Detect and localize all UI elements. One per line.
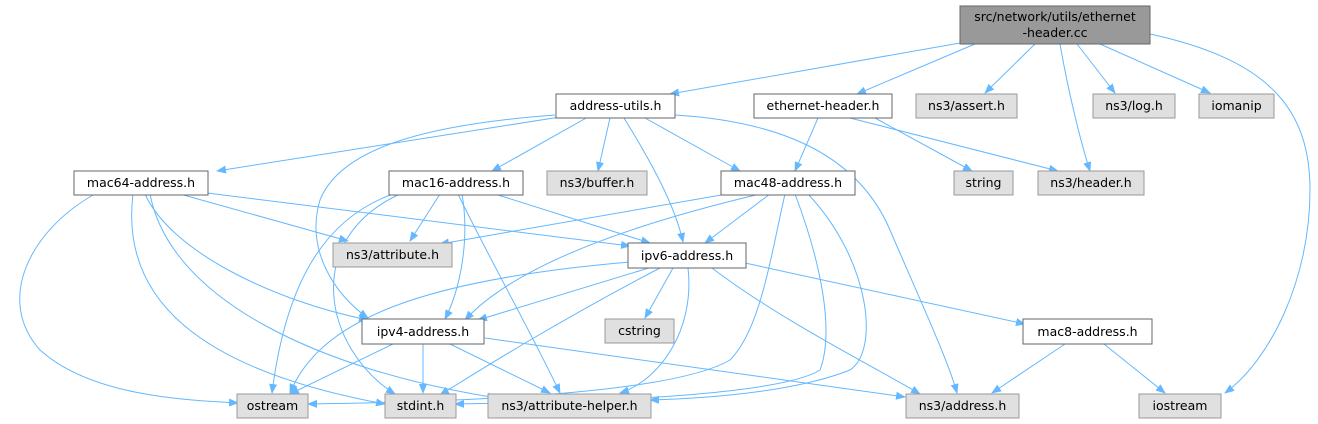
- edge-ipv6-ipv4: [477, 266, 653, 322]
- edge-ipv4-ns3-attribute-helper: [449, 343, 551, 394]
- ethernet-header-label: ethernet-header.h: [767, 98, 880, 113]
- edge-ipv6-mac8: [744, 262, 1026, 326]
- string-label: string: [966, 175, 1002, 190]
- edge-mac16-ipv6: [494, 193, 651, 245]
- node-ns3-header[interactable]: ns3/header.h: [1037, 170, 1145, 196]
- iostream-label: iostream: [1153, 398, 1208, 413]
- node-ethernet-header[interactable]: ethernet-header.h: [753, 93, 893, 119]
- edge-root-ns3-log: [1076, 43, 1116, 94]
- edge-ipv6-cstring: [644, 267, 674, 319]
- mac64-address-label: mac64-address.h: [87, 175, 195, 190]
- node-ipv6-address[interactable]: ipv6-address.h: [627, 242, 747, 269]
- edge-root-iomanip: [1099, 43, 1211, 94]
- ns3-header-label: ns3/header.h: [1050, 175, 1131, 190]
- node-ns3-log[interactable]: ns3/log.h: [1092, 93, 1176, 119]
- edge-mac64-ostream: [19, 193, 239, 407]
- edge-address-utils-ipv4: [315, 114, 556, 319]
- ns3-attribute-label: ns3/attribute.h: [346, 247, 439, 262]
- edge-ipv4-ostream: [289, 342, 396, 395]
- ns3-address-label: ns3/address.h: [919, 398, 1007, 413]
- node-ns3-attribute[interactable]: ns3/attribute.h: [332, 242, 453, 268]
- edge-root-ns3-assert: [984, 43, 1036, 94]
- root-file-label-line1: src/network/utils/ethernet: [974, 9, 1136, 24]
- edge-mac8-iostream: [1103, 343, 1166, 394]
- node-mac8-address[interactable]: mac8-address.h: [1022, 318, 1153, 345]
- ns3-attribute-helper-label: ns3/attribute-helper.h: [501, 398, 637, 413]
- edge-address-utils-ns3-address: [674, 114, 959, 394]
- edge-root-ethernet-header: [856, 43, 976, 95]
- address-utils-label: address-utils.h: [570, 98, 662, 113]
- edge-ethernet-header-string: [874, 117, 973, 172]
- edge-mac64-ipv6: [206, 192, 631, 249]
- edge-root-ns3-header: [1059, 43, 1092, 172]
- node-ns3-assert[interactable]: ns3/assert.h: [915, 93, 1018, 119]
- mac48-address-label: mac48-address.h: [734, 175, 842, 190]
- node-ipv4-address[interactable]: ipv4-address.h: [361, 318, 485, 345]
- stdint-label: stdint.h: [397, 398, 445, 413]
- edge-address-utils-ns3-buffer: [596, 117, 611, 172]
- edge-address-utils-mac64: [216, 116, 561, 174]
- ipv4-address-label: ipv4-address.h: [377, 324, 469, 339]
- edge-mac64-stdint: [131, 193, 386, 407]
- cstring-label: cstring: [618, 323, 661, 338]
- ns3-assert-label: ns3/assert.h: [928, 98, 1005, 113]
- node-ns3-buffer[interactable]: ns3/buffer.h: [546, 170, 648, 196]
- edge-ethernet-header-ns3-header: [849, 117, 1059, 173]
- edge-ipv6-stdint: [439, 267, 661, 396]
- ostream-label: ostream: [247, 398, 298, 413]
- node-mac64-address[interactable]: mac64-address.h: [73, 170, 209, 196]
- edge-mac48-ns3-attribute-helper: [649, 193, 867, 404]
- mac8-address-label: mac8-address.h: [1037, 324, 1137, 339]
- edge-mac48-stdint: [454, 193, 827, 408]
- edge-mac48-ns3-attribute: [439, 193, 728, 247]
- node-stdint[interactable]: stdint.h: [384, 393, 457, 419]
- edge-mac64-ns3-attribute: [179, 193, 349, 243]
- edge-address-utils-mac48: [644, 117, 741, 172]
- node-iomanip[interactable]: iomanip: [1198, 93, 1275, 119]
- edge-ipv6-ns3-address: [711, 267, 921, 395]
- edge-address-utils-mac16: [491, 116, 589, 172]
- node-ns3-address[interactable]: ns3/address.h: [905, 393, 1020, 419]
- edge-mac64-ipv4: [144, 193, 369, 323]
- node-mac16-address[interactable]: mac16-address.h: [388, 170, 524, 196]
- edge-mac16-ns3-attribute-helper: [457, 193, 561, 394]
- node-cstring[interactable]: cstring: [604, 318, 675, 344]
- edge-ipv6-ns3-attribute-helper: [619, 267, 690, 395]
- edge-mac16-ipv4: [444, 193, 466, 320]
- edge-mac48-ipv4: [464, 193, 761, 321]
- root-file-label-line2: -header.cc: [1022, 25, 1087, 40]
- ns3-buffer-label: ns3/buffer.h: [560, 175, 635, 190]
- ipv6-address-label: ipv6-address.h: [641, 248, 733, 263]
- edge-address-utils-ipv6: [623, 117, 686, 243]
- node-address-utils[interactable]: address-utils.h: [555, 93, 676, 119]
- edge-ethernet-header-mac48: [794, 117, 819, 172]
- edge-mac8-ns3-address: [991, 343, 1066, 394]
- node-mac48-address[interactable]: mac48-address.h: [720, 170, 856, 196]
- edge-root-address-utils: [669, 42, 961, 97]
- edge-mac16-stdint: [333, 193, 401, 395]
- node-string[interactable]: string: [953, 170, 1014, 196]
- edge-root-iostream: [1149, 33, 1311, 394]
- node-iostream[interactable]: iostream: [1138, 393, 1222, 419]
- edge-ipv4-ns3-address: [484, 337, 906, 400]
- edge-mac16-ns3-attribute: [409, 193, 441, 242]
- node-ostream[interactable]: ostream: [236, 393, 309, 419]
- edges: [19, 33, 1311, 408]
- edge-ipv6-ostream: [289, 261, 631, 394]
- edge-mac48-ipv6: [704, 193, 771, 244]
- edge-mac64-ns3-attribute-helper: [149, 193, 498, 401]
- edge-mac16-ostream: [269, 193, 394, 394]
- iomanip-label: iomanip: [1211, 98, 1261, 113]
- node-root-file[interactable]: src/network/utils/ethernet -header.cc: [959, 5, 1151, 45]
- mac16-address-label: mac16-address.h: [402, 175, 510, 190]
- ns3-log-label: ns3/log.h: [1105, 98, 1163, 113]
- node-ns3-attribute-helper[interactable]: ns3/attribute-helper.h: [487, 393, 652, 419]
